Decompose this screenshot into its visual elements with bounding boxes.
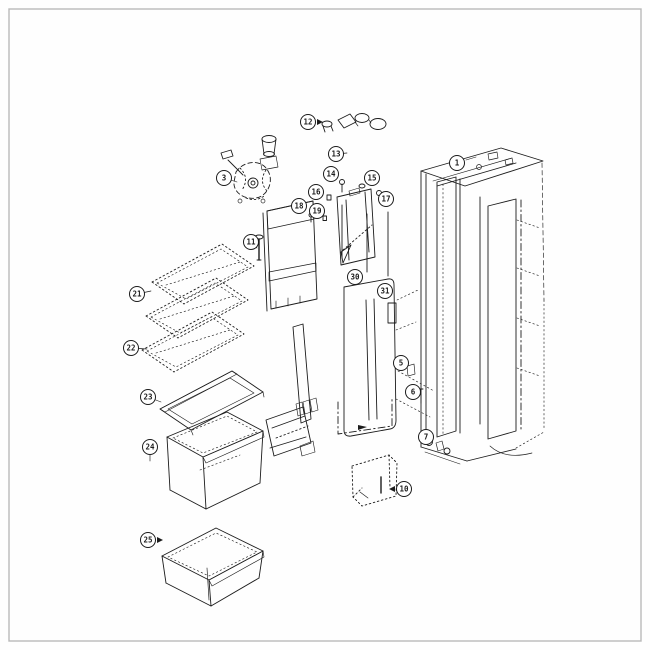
- callout-air-duct-30: 30: [347, 269, 363, 285]
- svg-text:31: 31: [380, 287, 390, 296]
- svg-text:11: 11: [246, 238, 256, 247]
- glass-shelf-middle: [145, 277, 249, 339]
- svg-text:22: 22: [126, 344, 135, 353]
- fasteners: [308, 179, 389, 277]
- callout-air-duct-31: 31: [377, 283, 393, 299]
- svg-text:10: 10: [399, 485, 409, 494]
- svg-text:12: 12: [303, 118, 312, 127]
- callout-fasteners-17: 17: [378, 191, 394, 207]
- svg-text:21: 21: [132, 290, 142, 299]
- callout-cabinet-7: 7: [418, 429, 434, 445]
- callout-fasteners-15: 15: [364, 170, 380, 186]
- control-box: [351, 454, 398, 507]
- svg-text:7: 7: [424, 433, 429, 442]
- callout-fasteners-16: 16: [308, 184, 324, 200]
- svg-text:14: 14: [326, 170, 336, 179]
- drip-tray: [265, 406, 316, 457]
- callout-glass-shelf-lower-22: 22: [123, 340, 148, 356]
- glass-shelf-upper: [151, 243, 255, 305]
- framed-shelf: [159, 370, 265, 436]
- svg-text:25: 25: [143, 536, 152, 545]
- page-border: [8, 8, 642, 642]
- light-hardware: [321, 113, 387, 133]
- crisper-drawer: [166, 411, 265, 510]
- fan-motor-assembly: [220, 149, 271, 204]
- mounting-bracket: [336, 187, 376, 266]
- svg-text:16: 16: [311, 188, 321, 197]
- callout-lower-pan-25: 25: [140, 532, 163, 548]
- svg-text:24: 24: [145, 443, 155, 452]
- svg-text:5: 5: [399, 359, 404, 368]
- svg-text:13: 13: [331, 150, 341, 159]
- lower-pan: [161, 527, 265, 607]
- callout-glass-shelf-middle-21: 21: [129, 286, 152, 302]
- callout-mounting-screw-11: 11: [243, 234, 259, 250]
- callout-cabinet-6: 6: [405, 384, 421, 400]
- callout-fasteners-18: 18: [291, 198, 307, 214]
- svg-text:30: 30: [350, 273, 360, 282]
- motor-shield-cup: [259, 135, 279, 171]
- callout-fasteners-19: 19: [309, 203, 325, 219]
- callout-control-box-10: 10: [389, 481, 412, 497]
- svg-text:23: 23: [143, 393, 153, 402]
- callout-light-hardware-13: 13: [328, 146, 348, 162]
- evaporator-cover: [262, 200, 318, 312]
- callout-fasteners-14: 14: [323, 166, 339, 182]
- callout-crisper-drawer-24: 24: [142, 439, 158, 462]
- shelf-rail: [292, 323, 319, 424]
- svg-text:18: 18: [294, 202, 304, 211]
- callout-cabinet-1: 1: [449, 155, 465, 171]
- svg-text:19: 19: [312, 207, 322, 216]
- glass-shelf-lower: [141, 311, 245, 373]
- svg-text:3: 3: [222, 174, 227, 183]
- callout-cabinet-5: 5: [393, 355, 409, 371]
- callout-light-hardware-12: 12: [300, 114, 323, 130]
- callout-fan-motor-assembly-3: 3: [216, 170, 238, 186]
- svg-text:1: 1: [455, 159, 460, 168]
- svg-text:17: 17: [381, 195, 390, 204]
- callout-framed-shelf-23: 23: [140, 389, 162, 405]
- svg-text:15: 15: [367, 174, 376, 183]
- air-duct: [337, 278, 397, 437]
- cabinet: [395, 147, 545, 465]
- svg-text:6: 6: [411, 388, 416, 397]
